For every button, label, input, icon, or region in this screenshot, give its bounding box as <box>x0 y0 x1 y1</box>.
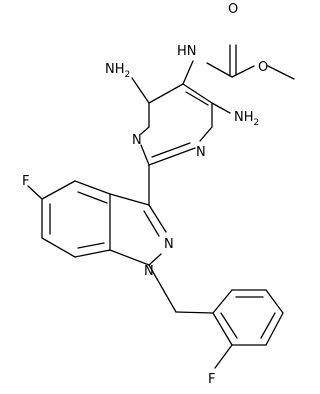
nh-carbamate-label: HN <box>177 44 197 59</box>
pyrimidine-n-right-label: N <box>196 145 206 160</box>
pyrimidine-n-left-label: N <box>132 133 142 148</box>
fluorine-benzyl-label: F <box>208 372 215 387</box>
fluorine-indazole-label: F <box>22 174 29 189</box>
indazole-n2-label: N <box>164 237 174 252</box>
amine-right-label: NH2 <box>234 110 259 128</box>
chemical-structure-diagram: HN O O NH2 NH2 N N F N N F <box>22 2 295 387</box>
carbonyl-oxygen-label: O <box>228 2 238 17</box>
bond-lines <box>27 44 295 369</box>
ester-oxygen-label: O <box>258 60 268 75</box>
amine-left-label: NH2 <box>105 62 130 80</box>
indazole-n1-label: N <box>144 264 154 279</box>
atom-labels: HN O O NH2 NH2 N N F N N F <box>22 2 268 387</box>
